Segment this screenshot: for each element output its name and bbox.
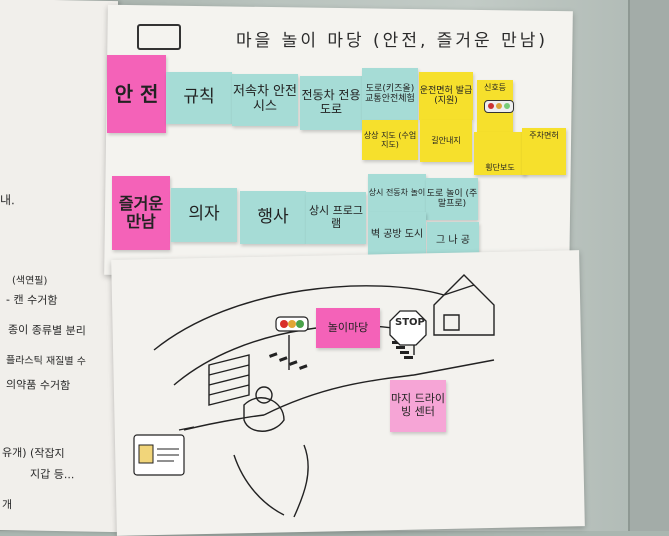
sticky-note: 규칙 (166, 72, 232, 124)
left-line: 플라스틱 재질별 수 (6, 355, 86, 368)
sticky-note: 도로 놀이 (주말프로) (426, 178, 478, 220)
road-sketch-drawing (133, 274, 495, 518)
building-outline (208, 354, 250, 406)
stop-sign-drawing (389, 310, 427, 346)
traffic-light-icon (484, 100, 514, 113)
sticky-note: 상상 지도 (수업지도) (362, 120, 418, 160)
sticky-note: 상시 프로그램 (306, 192, 366, 244)
sticky-note: 의자 (171, 188, 237, 242)
sticky-note: 저속차 안전시스 (232, 74, 298, 126)
road-edge (153, 285, 445, 351)
sticky-note: 행사 (240, 191, 306, 244)
board-title: 마을 놀이 마당 (안전, 즐거운 만남) (236, 31, 549, 51)
kid-in-car-figure (243, 397, 285, 432)
road-edge (183, 414, 265, 431)
sticky-note: 도로(키즈올) 교통안전체험 (362, 68, 418, 120)
house-outline (433, 274, 495, 336)
left-line: 종이 종류별 분리 (8, 323, 86, 338)
left-line: 내. (0, 193, 15, 208)
sticky-note-play-yard: 놀이마당 (316, 308, 380, 348)
left-line: 개 (2, 498, 13, 512)
sticky-note: 벽 공방 도시 (368, 212, 426, 258)
road-edge (173, 324, 425, 386)
sticky-note-crosswalk: 횡단보도 (474, 132, 526, 175)
category-fun-meeting-note: 즐거운 만남 (112, 176, 170, 250)
road-edge (263, 374, 415, 416)
sticky-note: 전동차 전용도로 (300, 76, 362, 130)
sticky-note: 길안내지 (420, 120, 472, 162)
sticky-note: 상시 전동차 놀이 (368, 174, 426, 212)
road-edge (443, 284, 475, 296)
sticky-note: 주차면허 (522, 128, 566, 175)
left-line: 의약품 수거함 (6, 378, 71, 393)
category-safety-note: 안 전 (107, 55, 166, 133)
crosswalk-stripes (268, 341, 413, 370)
traffic-light-drawing (275, 316, 309, 332)
stop-sign-text: STOP (395, 317, 425, 328)
sticky-note: 운전면허 발급(지원) (419, 72, 473, 120)
door-frame (628, 0, 669, 531)
left-line: 지갑 등... (30, 467, 75, 482)
left-line: 유개) (작잡지 (2, 446, 65, 461)
section-number-box (137, 24, 181, 50)
left-paper-sheet: 내. (색연필) - 캔 수거함 종이 종류별 분리 플라스틱 재질별 수 의약… (0, 0, 118, 533)
license-card-drawing (133, 434, 185, 476)
left-line: - 캔 수거함 (6, 293, 58, 308)
sticky-note-driving-center: 마지 드라이빙 센터 (390, 380, 446, 432)
left-line: (색연필) (12, 275, 48, 287)
road-edge (413, 359, 495, 376)
